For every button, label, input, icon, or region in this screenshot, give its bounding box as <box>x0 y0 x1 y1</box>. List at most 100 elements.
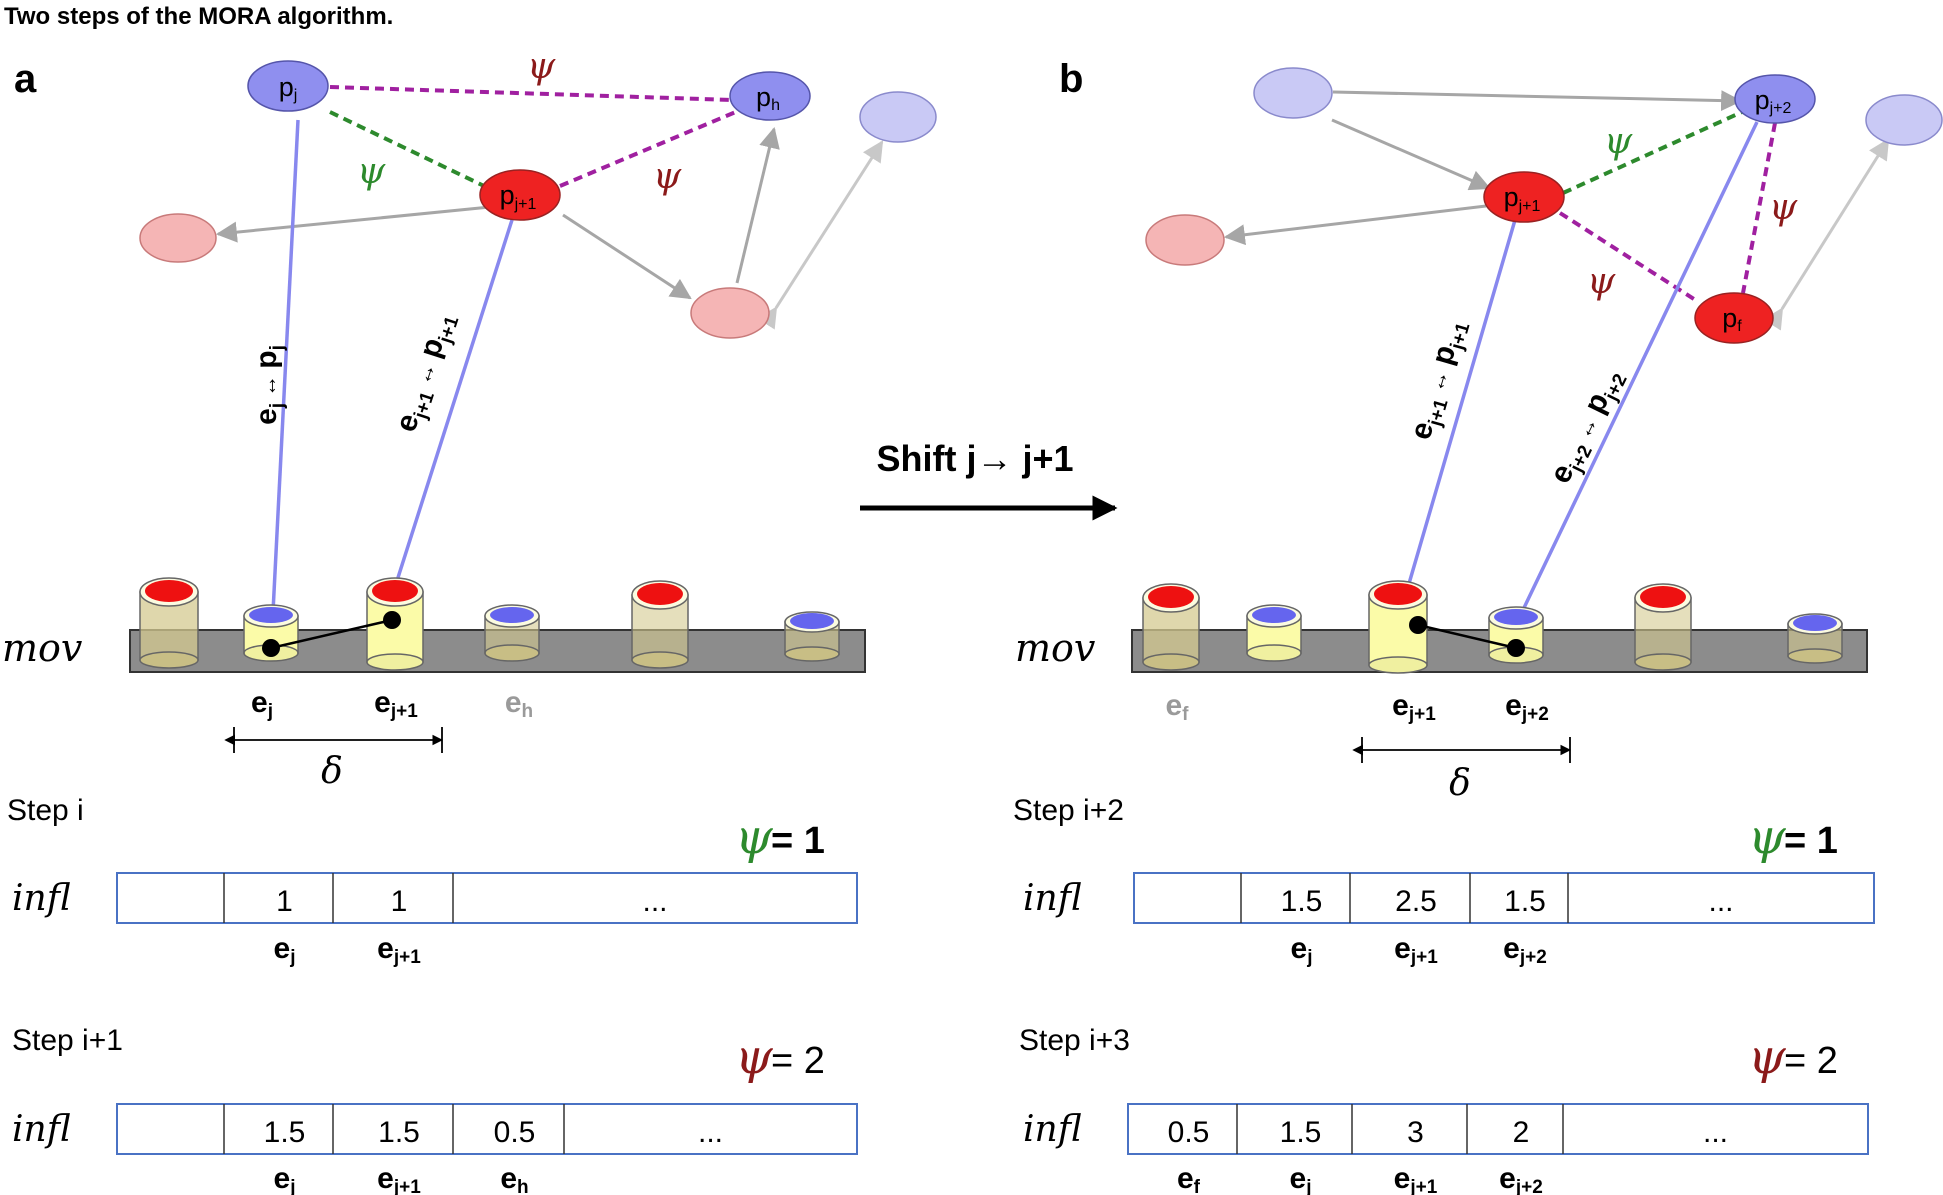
arrow-to-pj1 <box>1331 118 1491 191</box>
link-label-right: ej+1 ↔ pj+1 <box>389 308 463 437</box>
psi-label: ψ <box>653 156 682 197</box>
panel-a: ψ ψ ψ ej ↔ pj ej+1 ↔ pj+1 pj ph pj+1 mov <box>2 46 937 792</box>
delta-label: δ <box>1449 763 1471 804</box>
connector-dot <box>262 639 280 657</box>
infl-event-label: ef <box>1177 1162 1201 1195</box>
infl-event-label: ej+2 <box>1503 932 1547 968</box>
infl-cell-value: 1.5 <box>1280 1116 1322 1149</box>
step-label: Step i+2 <box>1013 794 1124 827</box>
cylinder-eh <box>484 604 540 662</box>
infl-cell-value: 1.5 <box>264 1116 306 1149</box>
psi-symbol: ψ <box>735 1029 774 1085</box>
infl-cell-value: 1 <box>276 885 293 918</box>
event-label-ef: ef <box>1165 689 1189 725</box>
infl-cell-value: 3 <box>1407 1116 1424 1149</box>
infl-event-label: ej+1 <box>1394 932 1438 968</box>
infl-cell-value: 2 <box>1513 1116 1530 1149</box>
psi-edge-pj-ph <box>329 85 734 102</box>
psi-value: = 1 <box>771 820 825 862</box>
arrow-pj1-to-pink-right <box>562 213 692 300</box>
panel-label-b: b <box>1059 57 1083 101</box>
psi-symbol: ψ <box>735 809 774 865</box>
node-label-pj: pj <box>279 72 298 104</box>
cylinder-red <box>631 580 689 669</box>
infl-cell-value: ... <box>1703 1116 1728 1149</box>
infl-event-label: ej <box>274 932 296 968</box>
infl-cell-value: 1.5 <box>378 1116 420 1149</box>
event-label-ej1: ej+1 <box>374 686 418 722</box>
cylinder-blue <box>1787 613 1843 664</box>
event-label-eh: eh <box>505 686 533 722</box>
psi-value: = 1 <box>1784 820 1838 862</box>
node-pf <box>1694 292 1774 344</box>
arrow-pf-lightpurple <box>1763 138 1890 331</box>
cylinder-ef <box>1142 583 1200 671</box>
infl-cell-value: ... <box>698 1116 723 1149</box>
link-ej-pj <box>271 119 300 613</box>
shift-label: Shift j→ j+1 <box>876 438 1073 479</box>
node-pink <box>1145 214 1225 266</box>
node-light-purple <box>1253 67 1333 119</box>
psi-label: ψ <box>1587 261 1616 302</box>
infl-event-label: ej <box>1290 1162 1312 1195</box>
infl-label: infl <box>12 878 71 919</box>
node-label-pj2: pj+2 <box>1755 85 1792 117</box>
infl-row <box>116 872 858 924</box>
arrow-to-pj2 <box>1332 90 1743 112</box>
link-ej1-pj1 <box>393 219 514 588</box>
node-pink <box>139 213 217 263</box>
node-label-pj1: pj+1 <box>1504 182 1541 215</box>
infl-label: infl <box>1023 1109 1082 1150</box>
node-pj1 <box>479 169 561 221</box>
mov-label: mov <box>2 626 83 670</box>
arrow-pj1-to-pink-left <box>215 205 491 243</box>
infl-cell-value: ... <box>642 885 667 918</box>
arrow-pink-lightpurple <box>756 140 884 330</box>
infl-row <box>1127 1103 1869 1155</box>
infl-cell-value: 0.5 <box>494 1116 536 1149</box>
node-label-pj1: pj+1 <box>500 180 537 213</box>
event-connector <box>270 618 393 650</box>
node-pj2 <box>1734 74 1816 124</box>
psi-edge-green <box>329 110 485 188</box>
infl-label: infl <box>1023 878 1082 919</box>
event-label-ej2: ej+2 <box>1505 689 1549 725</box>
step-label: Step i+3 <box>1019 1024 1130 1057</box>
delta-label: δ <box>321 751 343 792</box>
infl-cell-value: 0.5 <box>1168 1116 1210 1149</box>
step-label: Step i+1 <box>12 1024 123 1057</box>
panel-b: ψ ψ ψ ej+1 ↔ pj+1 ej+2 ↔ pj+2 pj+2 pj+1 … <box>1015 67 1943 804</box>
infl-cell-value: 2.5 <box>1395 885 1437 918</box>
infl-event-label: ej+2 <box>1499 1162 1543 1195</box>
cylinder-blue <box>784 611 840 662</box>
link-label-left: ej ↔ pj <box>250 345 288 425</box>
connector-dot <box>1409 616 1427 634</box>
connector-dot <box>1507 639 1525 657</box>
psi-label: ψ <box>1769 187 1798 228</box>
link-label-left: ej+1 ↔ pj+1 <box>1404 315 1475 444</box>
psi-value: = 2 <box>1784 1040 1838 1082</box>
link-ej2-pj2 <box>1520 121 1759 613</box>
psi-value: = 2 <box>771 1040 825 1082</box>
node-label-ph: ph <box>756 82 780 114</box>
infl-row <box>1133 872 1875 924</box>
arrow-pink-to-ph <box>735 126 780 284</box>
node-light-purple <box>1865 94 1943 146</box>
event-label-ej1: ej+1 <box>1392 689 1436 725</box>
cylinder-blue <box>1246 604 1302 662</box>
psi-label: ψ <box>527 46 556 87</box>
infl-label: infl <box>12 1109 71 1150</box>
psi-edge-pj1-ph <box>559 109 739 188</box>
arrow-pj1-to-pink <box>1223 204 1487 246</box>
event-connector <box>1417 623 1517 650</box>
infl-cell-value: ... <box>1708 885 1733 918</box>
infl-event-label: ej+1 <box>377 1162 421 1195</box>
infl-cell-value: 1.5 <box>1281 885 1323 918</box>
cylinder-ej1 <box>366 577 424 671</box>
psi-edge-green <box>1562 110 1743 195</box>
psi-label-green: ψ <box>1604 121 1633 162</box>
